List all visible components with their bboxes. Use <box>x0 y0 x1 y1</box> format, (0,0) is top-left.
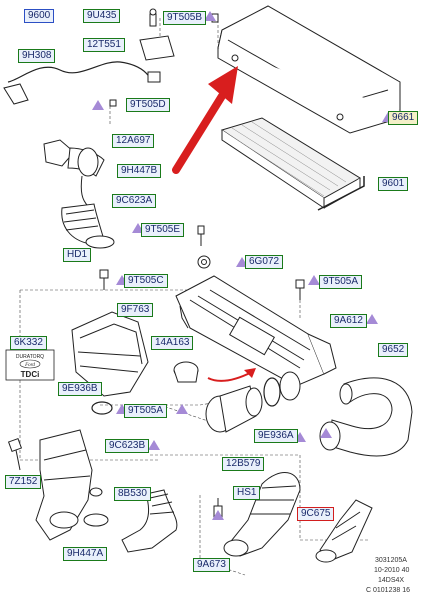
curved-arrow-head <box>244 368 256 378</box>
label-6k332: 6K332 <box>10 336 47 350</box>
intake-hose-lower <box>121 489 178 553</box>
label-7z152: 7Z152 <box>5 475 42 489</box>
air-filter-element <box>220 117 365 211</box>
label-9t505a-top: 9T505A <box>319 275 363 289</box>
label-12a697: 12A697 <box>112 134 155 148</box>
seal-ring <box>279 371 301 401</box>
label-9c675: 9C675 <box>297 507 335 521</box>
label-9a673: 9A673 <box>193 558 230 572</box>
valve-14a163 <box>173 361 199 383</box>
label-9601: 9601 <box>378 177 409 191</box>
intercooler-pipe <box>35 429 93 541</box>
label-14a163: 14A163 <box>151 336 194 350</box>
label-9t505d: 9T505D <box>126 98 170 112</box>
grommet <box>197 255 211 269</box>
label-9c623a: 9C623A <box>112 194 157 208</box>
label-9t505a-mid: 9T505A <box>124 404 168 418</box>
bolts <box>99 13 305 300</box>
label-9600: 9600 <box>24 9 55 23</box>
resonator <box>71 311 149 397</box>
label-12t551: 12T551 <box>83 38 125 52</box>
clamp-8b530 <box>83 487 109 527</box>
label-9652: 9652 <box>378 343 409 357</box>
label-9u435: 9U435 <box>83 9 121 23</box>
bolt-9t505e <box>197 225 205 246</box>
intake-hose-upper <box>61 203 115 249</box>
reference-line-3: 14DS4X <box>378 577 405 584</box>
intake-hose-right <box>319 377 413 457</box>
label-hs1: HS1 <box>233 486 261 500</box>
label-9c623b: 9C623B <box>105 439 150 453</box>
label-9a612: 9A612 <box>330 314 367 328</box>
sensor-wire <box>3 61 161 105</box>
clamp-9e936a <box>263 377 281 407</box>
label-9e936b: 9E936B <box>58 382 102 396</box>
label-9t505e: 9T505E <box>141 223 185 237</box>
label-9e936a: 9E936A <box>254 429 298 443</box>
air-filter-housing <box>175 275 337 387</box>
label-9h308: 9H308 <box>18 49 56 63</box>
badge-line-2: Ford <box>24 363 35 368</box>
air-filter-cover <box>217 5 401 134</box>
maf-body <box>205 385 263 433</box>
reference-line-1: 3031205A <box>375 557 407 564</box>
bolt-7z152 <box>7 437 23 471</box>
label-9661: 9661 <box>388 111 419 125</box>
clamp-9e936b <box>91 401 113 415</box>
map-sensor <box>139 8 175 61</box>
hose-9a673 <box>223 472 301 557</box>
curved-arrow <box>207 371 253 382</box>
label-9t505c: 9T505C <box>124 274 168 288</box>
label-hd1: HD1 <box>63 248 92 262</box>
label-9t505b: 9T505B <box>163 11 207 25</box>
label-9f763: 9F763 <box>117 303 154 317</box>
hose-9c675 <box>315 499 373 563</box>
reference-line-2: 10-2010 40 <box>374 567 410 574</box>
label-9h447b: 9H447B <box>117 164 162 178</box>
maf-sensor-assembly <box>43 139 105 207</box>
badge-line-1: DURATORQ <box>16 354 44 360</box>
label-6g072: 6G072 <box>245 255 284 269</box>
badge-line-3: TDCi <box>21 370 40 379</box>
engine-badge: DURATORQ Ford TDCi <box>5 349 55 381</box>
label-8b530: 8B530 <box>114 487 151 501</box>
label-9h447a: 9H447A <box>63 547 108 561</box>
label-12b579: 12B579 <box>222 457 265 471</box>
reference-line-4: C 0101238 16 <box>366 587 410 594</box>
indicator-arrow <box>172 66 238 174</box>
